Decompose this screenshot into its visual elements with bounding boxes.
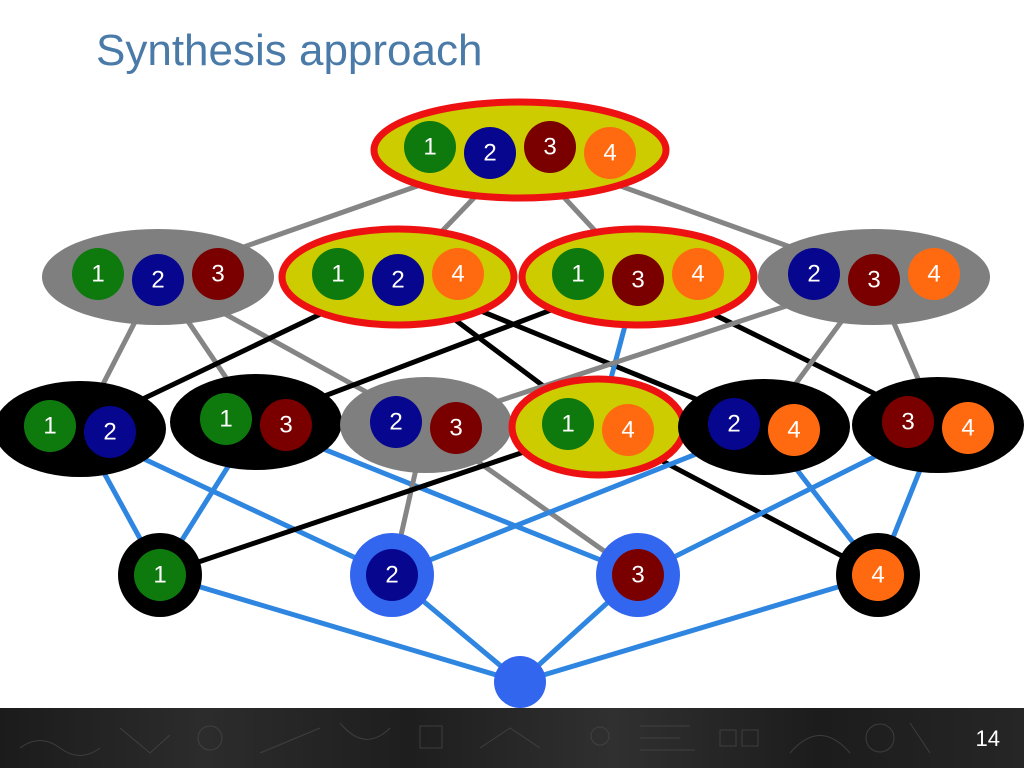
element-ball-3 <box>430 402 482 454</box>
node-14-container <box>508 375 688 479</box>
footer-chalkboard-texture <box>19 722 931 756</box>
node-123: 1 2 3 <box>42 229 274 325</box>
element-label: 3 <box>449 415 462 442</box>
slide-title: Synthesis approach <box>96 26 483 75</box>
element-ball-3 <box>882 396 934 448</box>
element-ball-4 <box>584 127 636 179</box>
element-label: 3 <box>631 267 644 294</box>
element-ball-1 <box>24 400 76 452</box>
element-ball-2 <box>84 406 136 458</box>
edge-4-empty <box>517 572 881 685</box>
element-ball-1 <box>72 248 124 300</box>
element-label: 1 <box>153 562 166 589</box>
element-ball-2 <box>708 398 760 450</box>
element-ball-3 <box>612 254 664 306</box>
element-label: 2 <box>391 267 404 294</box>
element-ball-3 <box>612 549 664 601</box>
element-label: 4 <box>451 261 464 288</box>
element-ball-4 <box>942 402 994 454</box>
node-4: 4 <box>836 533 920 617</box>
element-ball-2 <box>464 127 516 179</box>
element-label: 4 <box>621 417 634 444</box>
element-label: 3 <box>867 267 880 294</box>
element-ball-1 <box>552 248 604 300</box>
element-label: 4 <box>927 261 940 288</box>
node-3: 3 <box>596 533 680 617</box>
element-label: 2 <box>151 267 164 294</box>
element-label: 4 <box>871 562 884 589</box>
node-134: 1 3 4 <box>518 225 758 329</box>
edge-1-empty <box>157 572 523 685</box>
node-124: 1 2 4 <box>278 225 518 329</box>
element-label: 2 <box>389 409 402 436</box>
element-label: 2 <box>807 261 820 288</box>
element-ball-1 <box>312 248 364 300</box>
element-label: 2 <box>385 562 398 589</box>
element-label: 1 <box>219 406 232 433</box>
element-ball-2 <box>788 248 840 300</box>
element-label: 4 <box>691 261 704 288</box>
node-23-container <box>340 377 512 473</box>
element-ball-3 <box>848 254 900 306</box>
element-label: 4 <box>961 415 974 442</box>
element-label: 3 <box>279 412 292 439</box>
footer-band: 14 <box>0 708 1024 768</box>
element-label: 1 <box>91 261 104 288</box>
element-label: 2 <box>483 140 496 167</box>
element-ball-4 <box>432 248 484 300</box>
element-label: 3 <box>211 261 224 288</box>
element-label: 1 <box>561 411 574 438</box>
element-ball-4 <box>908 248 960 300</box>
element-ball-2 <box>372 254 424 306</box>
node-1234-container <box>370 98 670 202</box>
element-ball-4 <box>602 404 654 456</box>
element-ball-4 <box>852 549 904 601</box>
node-1: 1 <box>118 533 202 617</box>
node-24-container <box>678 379 850 475</box>
node-empty <box>494 656 546 708</box>
element-label: 4 <box>603 140 616 167</box>
element-ball-2 <box>132 254 184 306</box>
element-label: 3 <box>631 562 644 589</box>
element-ball-1 <box>404 121 456 173</box>
element-label: 1 <box>331 261 344 288</box>
element-ball-1 <box>200 393 252 445</box>
element-label: 1 <box>571 261 584 288</box>
element-label: 2 <box>103 419 116 446</box>
element-label: 3 <box>543 134 556 161</box>
node-1234: 1 2 3 4 <box>370 98 670 202</box>
node-234: 2 3 4 <box>758 229 990 325</box>
element-ball-2 <box>366 549 418 601</box>
element-ball-1 <box>134 549 186 601</box>
element-ball-1 <box>542 398 594 450</box>
element-label: 2 <box>727 411 740 438</box>
element-label: 1 <box>43 413 56 440</box>
node-2: 2 <box>350 533 434 617</box>
element-ball-3 <box>524 121 576 173</box>
empty-set-node <box>494 656 546 708</box>
element-ball-4 <box>672 248 724 300</box>
page-number: 14 <box>975 726 1000 751</box>
element-label: 3 <box>901 409 914 436</box>
element-ball-2 <box>370 396 422 448</box>
element-label: 1 <box>423 134 436 161</box>
element-label: 4 <box>787 417 800 444</box>
node-13-container <box>170 374 342 470</box>
element-ball-4 <box>768 404 820 456</box>
element-ball-3 <box>192 248 244 300</box>
element-ball-3 <box>260 399 312 451</box>
node-34-container <box>852 377 1024 473</box>
